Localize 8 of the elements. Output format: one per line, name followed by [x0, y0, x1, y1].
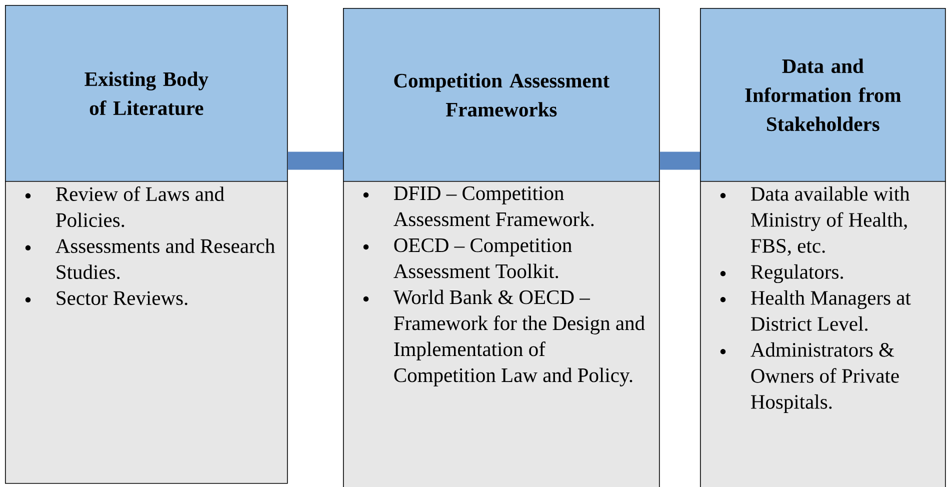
connector-bar: [288, 152, 343, 170]
bullet-list-box: DFID – Competition Assessment Framework. OECD – Competition Assessment Toolkit. World Bank & OECD – Framework for the Design and Implementation of Competition Law and Policy.: [343, 181, 660, 487]
connector-bar: [660, 152, 700, 170]
bullet-list-box: Data available with Ministry of Health, FBS, etc. Regulators. Health Managers at District Level. Administrators & Owners of Private Hospitals.: [700, 181, 946, 487]
header-box: Existing Body of Literature: [5, 5, 288, 182]
header-box: Competition Assessment Frameworks: [343, 8, 660, 182]
bullet-list-box: Review of Laws and Policies. Assessments and Research Studies. Sector Reviews.: [5, 181, 288, 484]
header-box: Data and Information from Stakeholders: [700, 8, 946, 182]
